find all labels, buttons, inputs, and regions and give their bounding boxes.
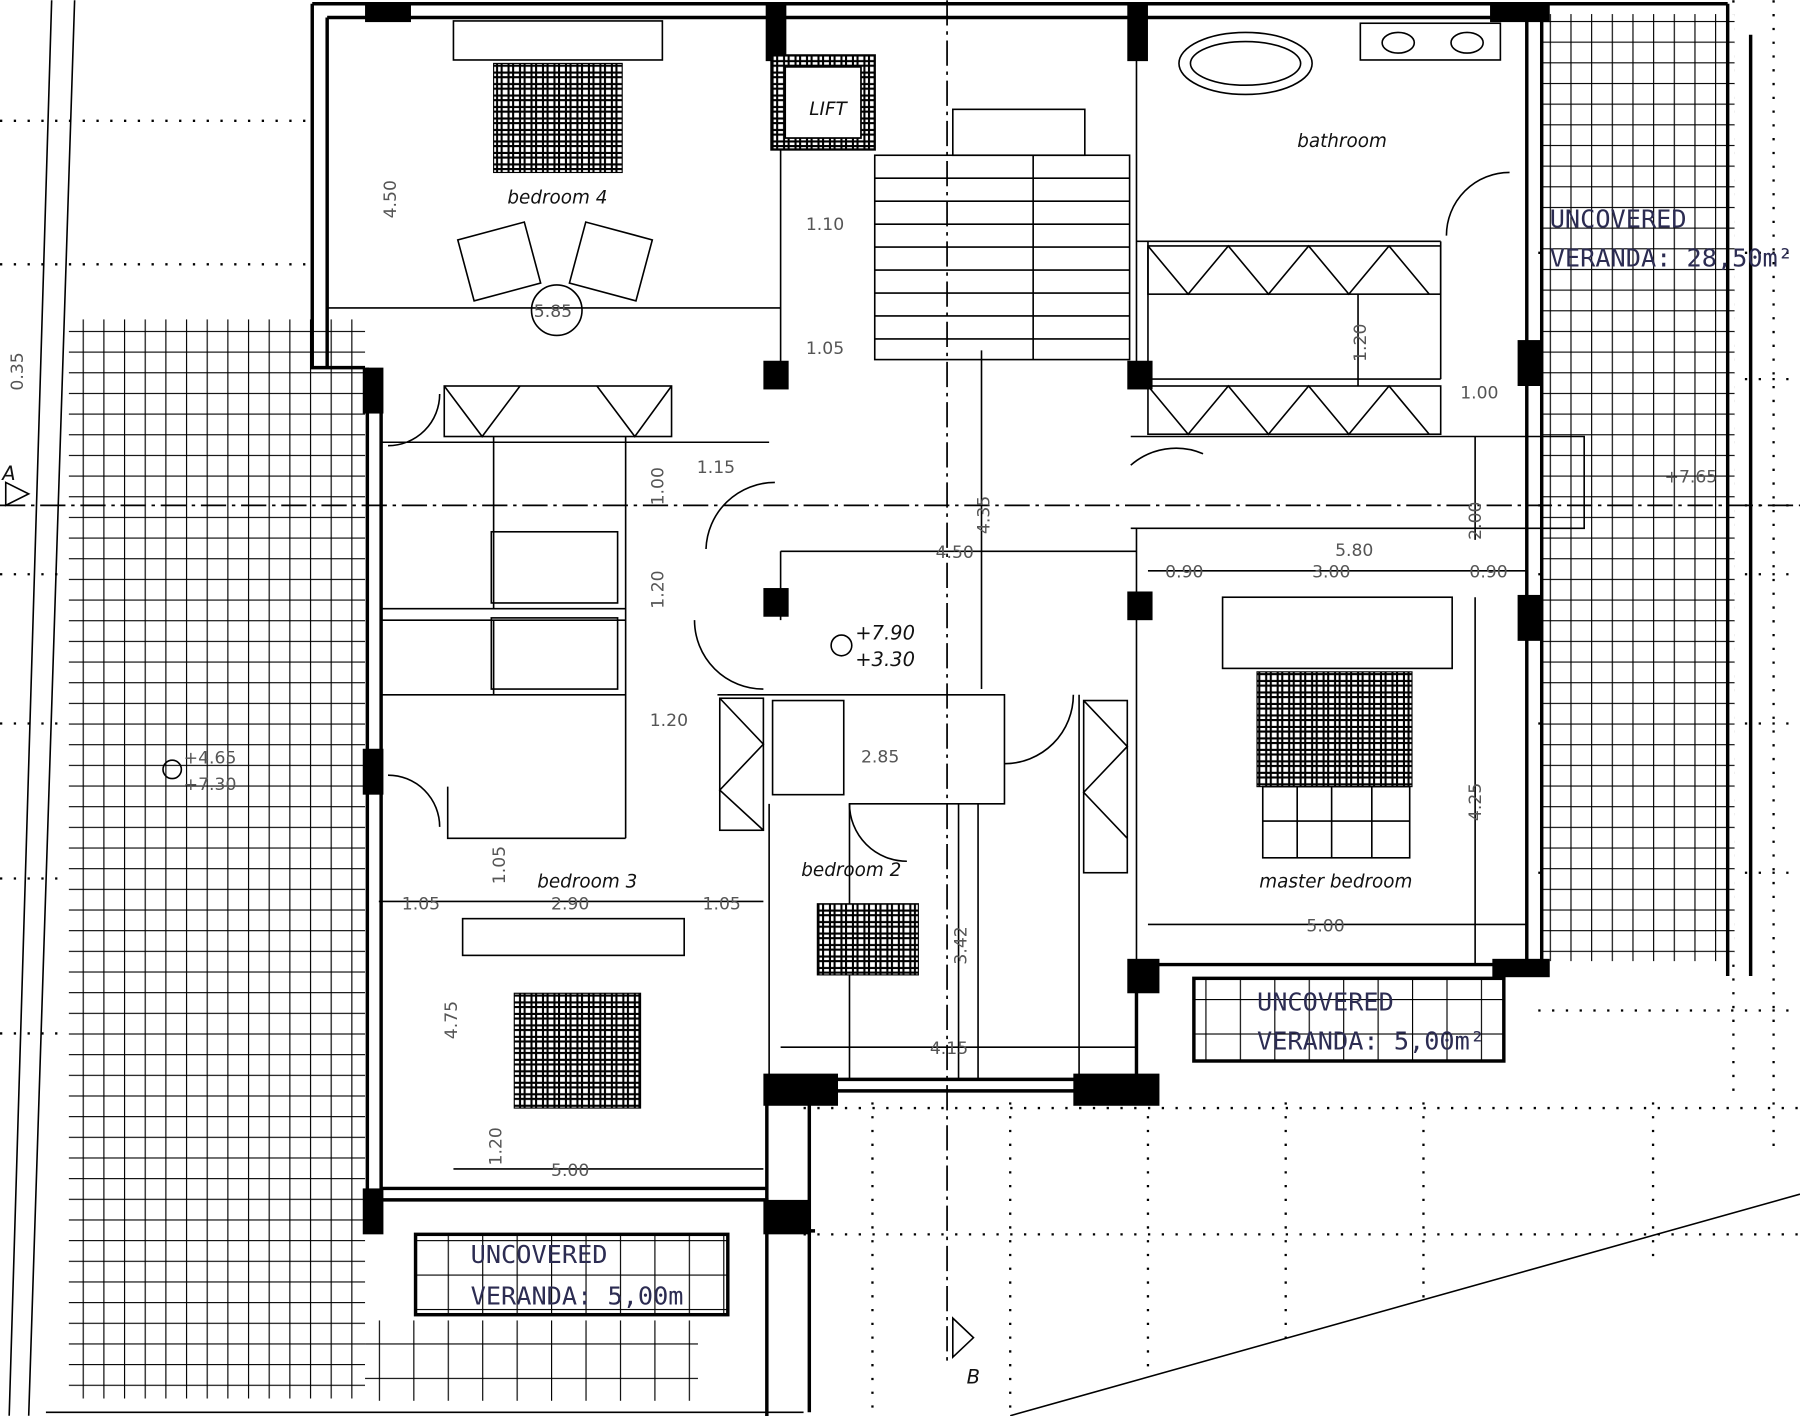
vanity-icon <box>1359 22 1502 61</box>
svg-text:3.42: 3.42 <box>952 926 972 964</box>
svg-text:0.90: 0.90 <box>1469 563 1507 583</box>
svg-text:5.00: 5.00 <box>1306 916 1344 936</box>
south-veranda-bedroom3 <box>413 1232 730 1317</box>
svg-text:1.20: 1.20 <box>649 570 669 608</box>
veranda-bedroom3-label-1: UNCOVERED <box>471 1240 608 1269</box>
svg-text:3.00: 3.00 <box>1312 563 1350 583</box>
svg-text:4.15: 4.15 <box>930 1039 968 1059</box>
bed-bedroom3 <box>513 992 642 1109</box>
svg-text:1.00: 1.00 <box>1460 384 1498 404</box>
room-label-bedroom4: bedroom 4 <box>507 187 607 208</box>
veranda-east-label-1: UNCOVERED <box>1550 205 1687 234</box>
svg-text:2.85: 2.85 <box>861 748 899 768</box>
shower <box>771 699 845 796</box>
svg-text:1.20: 1.20 <box>487 1127 507 1165</box>
shower <box>490 530 619 604</box>
shower <box>490 617 619 690</box>
dimension-labels: 4.50 5.85 1.10 1.05 1.15 1.20 4.35 4.50 … <box>8 180 1508 1181</box>
veranda-east-label-2: VERANDA: 28,50m² <box>1550 244 1793 273</box>
veranda-bedroom3-label-2: VERANDA: 5,00m <box>471 1281 684 1310</box>
svg-text:1.00: 1.00 <box>649 467 669 505</box>
svg-text:0.90: 0.90 <box>1165 563 1203 583</box>
svg-text:1.10: 1.10 <box>806 215 844 235</box>
svg-text:2.00: 2.00 <box>1466 502 1486 540</box>
section-mark-a: A <box>0 462 15 485</box>
section-mark-b: B <box>967 1366 980 1389</box>
site-boundary <box>8 0 1800 1416</box>
level-terrace-lower: +7.30 <box>184 775 237 795</box>
east-veranda <box>1541 14 1735 962</box>
svg-text:0.35: 0.35 <box>8 352 28 390</box>
svg-text:1.05: 1.05 <box>402 894 440 914</box>
svg-text:4.75: 4.75 <box>442 1001 462 1039</box>
room-label-master-bedroom: master bedroom <box>1259 872 1412 893</box>
veranda-master-label-1: UNCOVERED <box>1257 987 1394 1016</box>
svg-text:1.20: 1.20 <box>650 711 688 731</box>
svg-text:5.80: 5.80 <box>1335 541 1373 561</box>
armchair-icon <box>568 221 654 302</box>
doors <box>388 171 1510 863</box>
level-hall-upper: +7.90 <box>855 622 915 645</box>
west-terrace <box>68 319 366 1399</box>
level-hall-lower: +3.30 <box>855 648 915 671</box>
level-marker-icon <box>830 634 853 657</box>
room-label-bedroom3: bedroom 3 <box>537 872 637 893</box>
bed-master <box>1256 671 1413 788</box>
wardrobes <box>443 244 1442 874</box>
room-label-bathroom: bathroom <box>1297 131 1387 152</box>
svg-text:2.90: 2.90 <box>551 894 589 914</box>
dimension-lines <box>378 294 1527 1170</box>
svg-text:1.05: 1.05 <box>490 846 510 884</box>
room-label-bedroom2: bedroom 2 <box>801 860 901 881</box>
level-terrace-upper: +4.65 <box>184 749 237 769</box>
svg-text:4.50: 4.50 <box>381 180 401 218</box>
svg-text:1.15: 1.15 <box>697 458 735 478</box>
svg-text:1.05: 1.05 <box>806 339 844 359</box>
level-veranda: +7.65 <box>1665 467 1718 487</box>
bed-bedroom4 <box>493 62 623 174</box>
armchair-icon <box>456 221 542 302</box>
south-terrace-strip <box>365 1320 698 1401</box>
staircase <box>873 108 1131 361</box>
level-marker-icon <box>162 759 183 780</box>
svg-text:1.05: 1.05 <box>703 894 741 914</box>
lift-label: LIFT <box>809 99 848 120</box>
svg-text:5.00: 5.00 <box>551 1161 589 1181</box>
svg-text:4.35: 4.35 <box>975 496 995 534</box>
walls <box>310 2 1753 1416</box>
svg-text:1.20: 1.20 <box>1351 324 1371 362</box>
bathtub-icon <box>1178 31 1313 96</box>
svg-text:4.50: 4.50 <box>936 543 974 563</box>
svg-text:4.25: 4.25 <box>1466 783 1486 821</box>
svg-text:5.85: 5.85 <box>534 302 572 322</box>
columns <box>362 3 1550 1235</box>
veranda-master-label-2: VERANDA: 5,00m² <box>1257 1027 1485 1056</box>
bed-bedroom2 <box>816 903 919 976</box>
south-veranda-master <box>1192 976 1506 1063</box>
